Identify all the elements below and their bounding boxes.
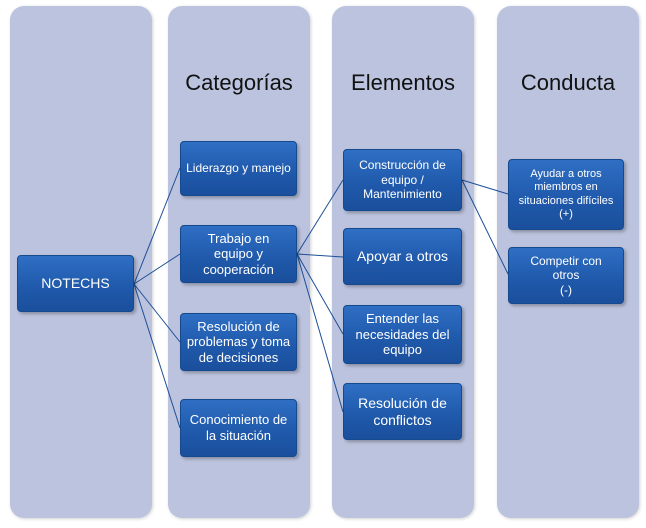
node-co-help: Ayudar a otros miembros en situaciones d… (508, 159, 624, 230)
column-title-elementos: Elementos (351, 70, 455, 95)
node-label: Ayudar a otros miembros en situaciones d… (518, 168, 614, 220)
node-cat-situation: Conocimiento de la situación (180, 399, 297, 457)
node-el-needs: Entender las necesidades del equipo (343, 305, 462, 364)
node-label: Apoyar a otros (356, 248, 449, 265)
node-notechs: NOTECHS (17, 255, 134, 312)
node-label: Trabajo en equipo y cooperación (203, 230, 274, 277)
node-cat-teamwork: Trabajo en equipo y cooperación (180, 225, 297, 283)
node-label: Conocimiento de la situación (189, 412, 288, 443)
node-co-compete: Competir con otros (-) (508, 247, 624, 304)
node-label: Resolución de conflictos (358, 394, 447, 428)
node-cat-problem-solving: Resolución de problemas y toma de decisi… (180, 313, 297, 371)
node-el-team-building: Construcción de equipo / Mantenimiento (343, 149, 462, 211)
node-label: Construcción de equipo / Mantenimiento (359, 158, 446, 202)
node-label: Liderazgo y manejo (186, 161, 291, 176)
node-cat-leadership: Liderazgo y manejo (180, 141, 297, 196)
node-label: Entender las necesidades del equipo (355, 311, 450, 358)
node-el-support: Apoyar a otros (343, 228, 462, 285)
column-title-categorias: Categorías (185, 70, 293, 95)
node-el-conflict: Resolución de conflictos (343, 383, 462, 440)
node-label: Competir con otros (-) (530, 253, 602, 297)
node-label: NOTECHS (41, 275, 110, 292)
node-label: Resolución de problemas y toma de decisi… (186, 318, 291, 365)
column-title-conducta: Conducta (520, 70, 616, 95)
